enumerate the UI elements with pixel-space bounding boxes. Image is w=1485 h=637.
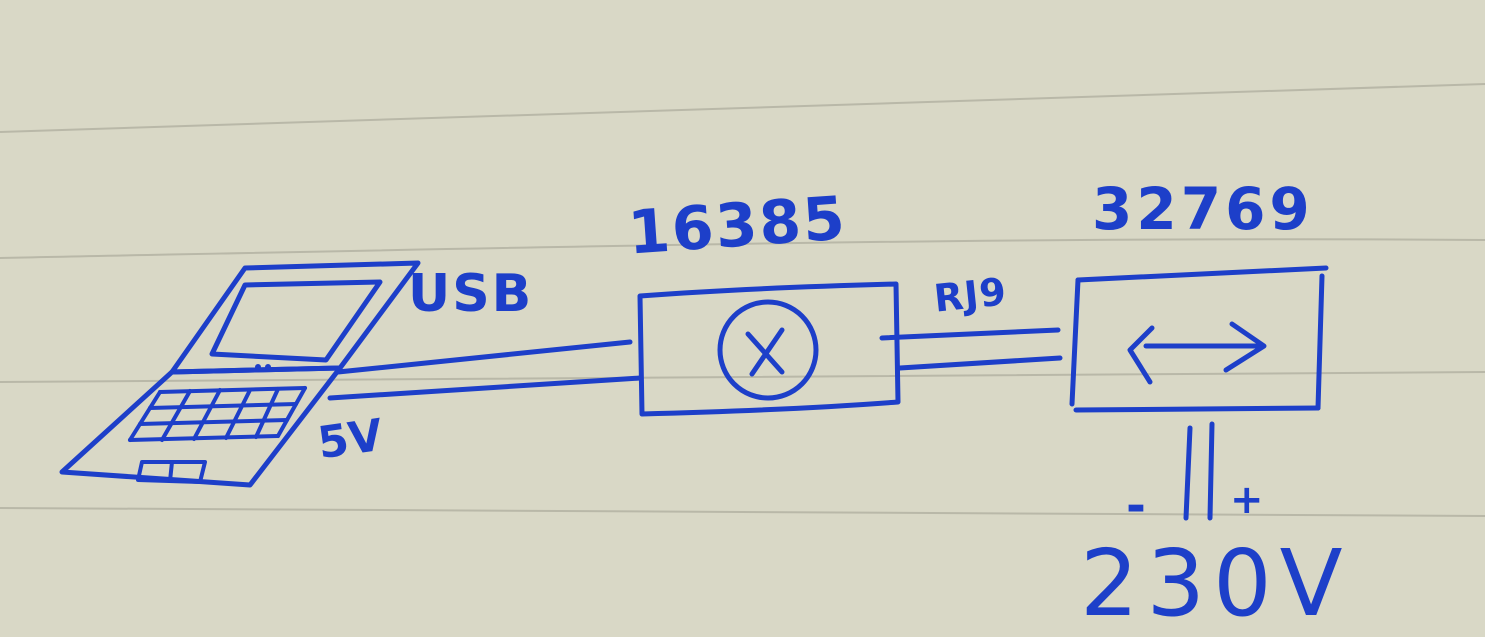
voltage-5v-label: 5V	[314, 409, 386, 470]
converter-id-label: 32769	[1092, 175, 1314, 243]
plus-label: +	[1230, 477, 1264, 523]
rj-label: RJ9	[931, 269, 1009, 321]
converter-device	[1069, 265, 1329, 413]
mains-voltage-label: 230V	[1080, 530, 1351, 637]
rj-cable	[879, 327, 1063, 371]
switch-device	[637, 281, 901, 417]
usb-cable	[327, 339, 643, 401]
laptop-icon	[59, 260, 421, 488]
switch-id-label: 16385	[625, 183, 849, 269]
usb-label: USB	[408, 264, 534, 324]
minus-label: -	[1126, 478, 1146, 534]
power-plug-icon	[1183, 421, 1215, 521]
